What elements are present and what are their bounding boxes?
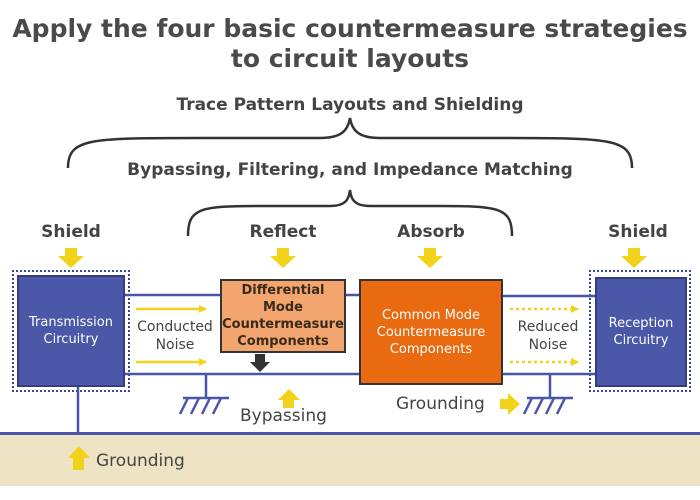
differential-line-1: Differential <box>241 283 325 298</box>
ground-line <box>0 432 700 435</box>
absorb-label: Absorb <box>397 222 465 242</box>
signal-lines <box>76 293 596 434</box>
reception-line-2: Circuitry <box>613 333 669 348</box>
reception-line-1: Reception <box>608 316 674 331</box>
shield-left-arrow <box>58 248 84 268</box>
bypassing-label: Bypassing <box>240 406 327 426</box>
absorb-arrow <box>417 248 443 268</box>
reflect-label: Reflect <box>249 222 317 242</box>
differential-line-2: Mode <box>263 300 303 315</box>
differential-line-4: Components <box>237 334 329 349</box>
common-line-2: Countermeasure <box>376 324 486 340</box>
reception-circuitry-box: Reception Circuitry <box>595 277 687 387</box>
common-line-1: Common Mode <box>381 307 481 323</box>
differential-line-3: Countermeasure <box>222 317 344 332</box>
common-line-3: Components <box>389 341 473 357</box>
transmission-circuitry-box: Transmission Circuitry <box>17 275 125 387</box>
title-line-1: Apply the four basic countermeasure stra… <box>12 14 688 43</box>
reflect-arrow <box>270 248 296 268</box>
reduced-line-1: Reduced <box>517 319 579 335</box>
shield-right-label: Shield <box>608 222 668 242</box>
grounding-mid-label: Grounding <box>396 394 485 414</box>
conducted-noise-arrows <box>136 305 207 366</box>
common-mode-box: Common Mode Countermeasure Components <box>359 279 503 385</box>
reduced-noise-arrows <box>510 305 579 366</box>
differential-down-arrow <box>250 354 270 372</box>
shield-right-arrow <box>621 248 647 268</box>
reduced-line-2: Noise <box>528 337 568 353</box>
down-arrows <box>58 248 647 268</box>
transmission-shield-outline <box>12 270 130 392</box>
title-line-2: to circuit layouts <box>230 44 470 73</box>
differential-mode-box: Differential Mode Countermeasure Compone… <box>220 279 346 353</box>
grounding-bottom-up-arrow <box>68 446 90 470</box>
transmission-line-2: Circuitry <box>43 332 99 347</box>
inner-brace <box>186 189 514 237</box>
conducted-line-2: Noise <box>155 337 195 353</box>
ground-symbols <box>178 396 573 415</box>
grounding-right-arrow <box>500 393 520 415</box>
outer-brace <box>66 117 634 169</box>
reduced-noise-label: Reduced Noise <box>505 318 591 354</box>
conducted-noise-label: Conducted Noise <box>128 318 222 354</box>
diagram-title: Apply the four basic countermeasure stra… <box>0 14 700 74</box>
ground-plane <box>0 434 700 486</box>
shield-left-label: Shield <box>41 222 101 242</box>
transmission-line-1: Transmission <box>29 315 113 330</box>
grounding-bottom-label: Grounding <box>96 451 185 471</box>
inner-brace-label: Bypassing, Filtering, and Impedance Matc… <box>127 160 573 180</box>
conducted-line-1: Conducted <box>137 319 213 335</box>
bypassing-up-arrow <box>278 389 300 408</box>
reception-shield-outline <box>589 270 691 392</box>
outer-brace-label: Trace Pattern Layouts and Shielding <box>176 95 524 115</box>
